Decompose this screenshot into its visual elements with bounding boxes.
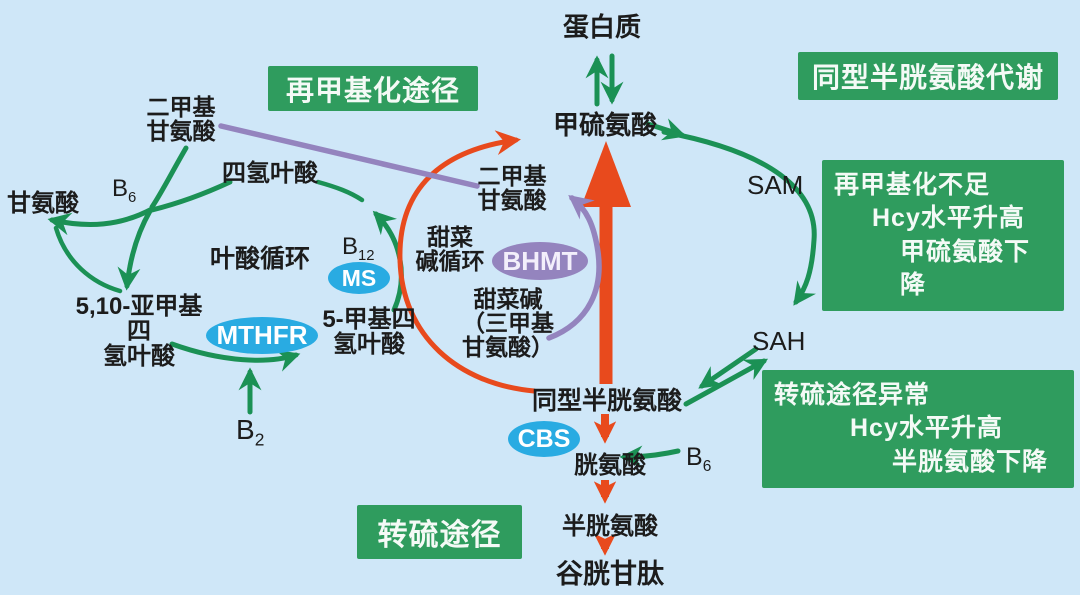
- node-line: 氢叶酸: [103, 343, 175, 371]
- node-line: 碱循环: [415, 248, 485, 275]
- node-line: 氢叶酸: [333, 331, 405, 359]
- info-line: 半胱氨酸下降: [892, 447, 1049, 476]
- arrow-to-glycine: [47, 206, 155, 236]
- node-line: 5,10-亚甲基四: [75, 293, 203, 346]
- cofactor-sub: 6: [128, 189, 137, 206]
- arrow-to-methylene-thf: [117, 208, 153, 291]
- cofactor-b6-right: B6: [686, 444, 711, 475]
- label-betaine-cycle: 甜菜 碱循环: [414, 225, 486, 273]
- remethylation-deficit-box: 再甲基化不足 Hcy水平升高 甲硫氨酸下降: [822, 160, 1064, 311]
- node-line: 二甲基: [146, 94, 216, 120]
- line-dimethylglycine-merge: [149, 145, 189, 210]
- node-line: 5-甲基四: [322, 306, 416, 333]
- info-line: Hcy水平升高: [872, 204, 1025, 233]
- arc-thf-right: [315, 179, 365, 203]
- info-line: 甲硫氨酸下降: [900, 237, 1031, 299]
- node-dimethylglycine-center: 二甲基 甘氨酸: [476, 164, 548, 212]
- cofactor-base: B: [686, 443, 703, 471]
- node-sah: SAH: [752, 326, 806, 356]
- node-line: 甘氨酸）: [462, 334, 554, 361]
- cofactor-base: B: [236, 414, 255, 445]
- node-cystathionine: 胱氨酸: [574, 452, 646, 479]
- line-thf-merge: [149, 179, 233, 213]
- enzyme-mthfr: MTHFR: [206, 317, 318, 354]
- node-line: 甘氨酸: [477, 187, 547, 214]
- remethylation-pathway-box: 再甲基化途径: [268, 66, 478, 111]
- node-line: 甜菜: [427, 224, 473, 250]
- arrow-homocysteine-to-sah: [683, 358, 769, 407]
- node-glutathione: 谷胱甘肽: [556, 559, 664, 589]
- arrow-sah-to-homocysteine: [698, 346, 759, 389]
- cofactor-b6-left: B6: [112, 176, 136, 206]
- transsulfuration-abnormal-box: 转硫途径异常 Hcy水平升高 半胱氨酸下降: [762, 370, 1074, 488]
- node-sam: SAM: [747, 170, 804, 200]
- arrow-b6-to-cystathionine: [619, 445, 681, 469]
- enzyme-label: MS: [341, 264, 377, 291]
- cofactor-sub: 6: [702, 458, 712, 475]
- transsulfuration-pathway-label: 转硫途径: [377, 519, 502, 552]
- label-folate-cycle: 叶酸循环: [210, 245, 311, 273]
- node-glycine: 甘氨酸: [7, 190, 79, 217]
- remethylation-pathway-label: 再甲基化途径: [285, 74, 460, 106]
- cofactor-base: B: [342, 233, 359, 260]
- cofactor-base: B: [112, 175, 129, 202]
- node-protein: 蛋白质: [563, 12, 642, 42]
- node-cysteine: 半胱氨酸: [562, 513, 658, 540]
- node-thf: 四氢叶酸: [222, 160, 318, 187]
- enzyme-label: BHMT: [502, 245, 578, 276]
- enzyme-ms: MS: [328, 262, 390, 294]
- cofactor-sub: 12: [358, 247, 375, 264]
- diagram-title: 同型半胱氨酸代谢: [811, 62, 1044, 93]
- enzyme-bhmt: BHMT: [492, 242, 588, 280]
- info-line: 再甲基化不足: [834, 171, 991, 199]
- cofactor-sub: 2: [254, 429, 265, 450]
- arrow-methyl-thf-to-thf: [372, 210, 404, 313]
- info-line: 转硫途径异常: [774, 381, 931, 409]
- arrow-betaine-to-dimethylglycine: [546, 195, 602, 341]
- cofactor-b12: B12: [342, 234, 375, 264]
- arrow-mthfr-reaction: [169, 341, 301, 372]
- arc-folate-left: [53, 225, 123, 294]
- node-methyl-thf: 5-甲基四 氢叶酸: [322, 306, 416, 359]
- cofactor-b2: B2: [236, 415, 264, 449]
- node-betaine: 甜菜碱 （三甲基 甘氨酸）: [460, 286, 556, 361]
- diagram-title-box: 同型半胱氨酸代谢: [798, 52, 1058, 100]
- line-dimethylglycine-connector: [218, 123, 480, 189]
- arrow-betaine-loop: [397, 130, 537, 394]
- enzyme-cbs: CBS: [508, 421, 580, 457]
- node-homocysteine: 同型半胱氨酸: [532, 387, 683, 415]
- node-dimethylglycine-left: 二甲基 甘氨酸: [144, 95, 218, 143]
- arrow-homocysteine-to-methionine-head: [581, 141, 631, 207]
- node-line: （三甲基: [462, 310, 554, 337]
- node-line: 甘氨酸: [146, 118, 216, 145]
- node-line: 二甲基: [477, 163, 547, 189]
- node-methylene-thf: 5,10-亚甲基四 氢叶酸: [64, 294, 214, 370]
- arrow-methionine-sam-sah: [661, 129, 817, 306]
- node-methionine: 甲硫氨酸: [553, 110, 658, 140]
- enzyme-label: CBS: [517, 424, 571, 453]
- info-line: Hcy水平升高: [850, 414, 1003, 443]
- transsulfuration-pathway-box: 转硫途径: [357, 505, 522, 559]
- enzyme-label: MTHFR: [216, 320, 308, 350]
- node-line: 甜菜碱: [473, 286, 543, 312]
